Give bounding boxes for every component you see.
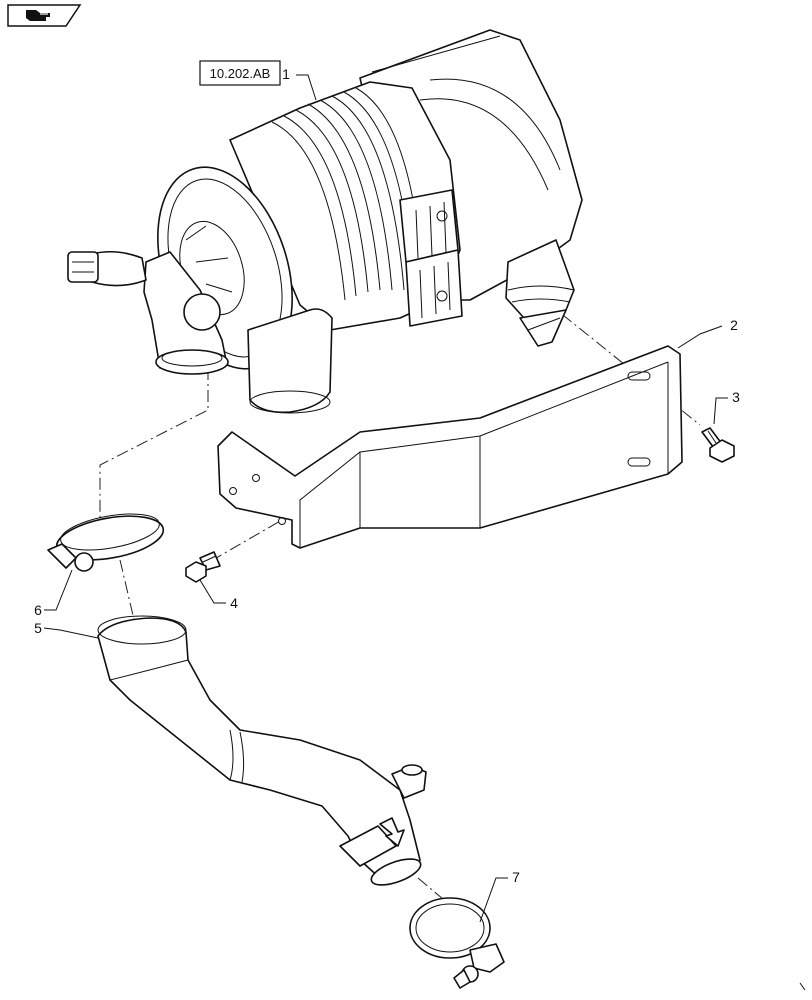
leader-lines [43,74,728,923]
hose-clamp-6 [47,513,165,572]
reference-code: 10.202.AB [210,66,271,81]
mounting-bracket [217,345,683,549]
callout-6: 6 [34,602,42,618]
intake-hose [97,615,427,886]
corner-tick [799,982,806,991]
hose-clamp-7 [409,897,505,989]
callout-7: 7 [512,869,520,885]
reference-link[interactable]: 10.202.AB [199,60,281,86]
flange-bolt-4 [185,551,221,583]
flange-bolt-3 [701,427,735,463]
callout-1: 1 [282,66,290,82]
restriction-sensor [67,250,147,287]
air-cleaner-assembly [67,29,583,414]
callout-3: 3 [732,389,740,405]
callout-5: 5 [34,620,42,636]
callout-4: 4 [230,595,238,611]
filter-ribs [271,87,425,301]
pointing-hand-icon [26,10,50,21]
corner-nav-box[interactable] [7,4,82,27]
callout-2: 2 [730,317,738,333]
